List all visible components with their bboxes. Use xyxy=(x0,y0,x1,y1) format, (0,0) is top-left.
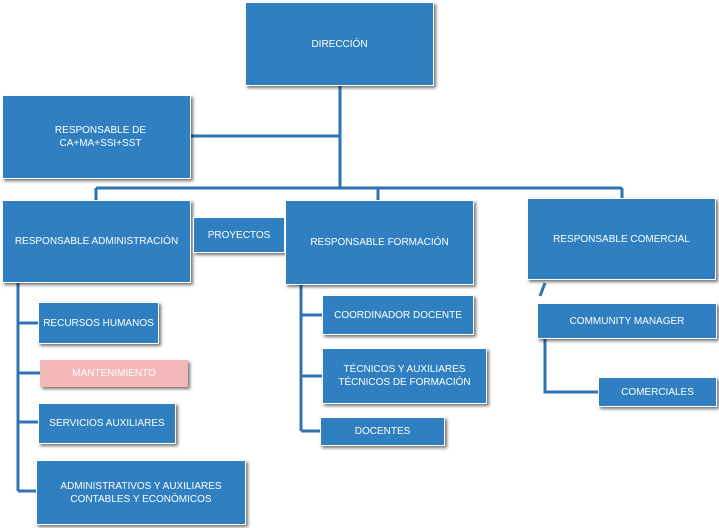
node-responsable-comercial: RESPONSABLE COMERCIAL xyxy=(527,198,716,280)
node-servicios-auxiliares: SERVICIOS AUXILIARES xyxy=(38,403,176,444)
node-coordinador-docente: COORDINADOR DOCENTE xyxy=(322,295,474,335)
connector-comercial-upper xyxy=(538,282,547,297)
node-responsable-administracion: RESPONSABLE ADMINISTRACIÓN xyxy=(2,200,191,283)
node-comerciales: COMERCIALES xyxy=(598,377,717,407)
node-direccion: DIRECCIÓN xyxy=(245,2,434,86)
node-tecnicos: TÉCNICOS Y AUXILIARES TÉCNICOS DE FORMAC… xyxy=(322,348,487,404)
node-proyectos: PROYECTOS xyxy=(193,217,285,253)
node-responsable-ca: RESPONSABLE DE CA+MA+SSI+SST xyxy=(2,95,191,179)
node-docentes: DOCENTES xyxy=(320,417,445,446)
node-administrativos: ADMINISTRATIVOS Y AUXILIARES CONTABLES Y… xyxy=(36,460,246,525)
node-recursos-humanos: RECURSOS HUMANOS xyxy=(38,302,159,344)
node-mantenimiento: MANTENIMIENTO xyxy=(40,360,188,387)
connector-comercial-spine xyxy=(543,339,598,394)
node-community-manager: COMMUNITY MANAGER xyxy=(537,303,717,339)
node-responsable-formacion: RESPONSABLE FORMACIÓN xyxy=(285,200,474,285)
